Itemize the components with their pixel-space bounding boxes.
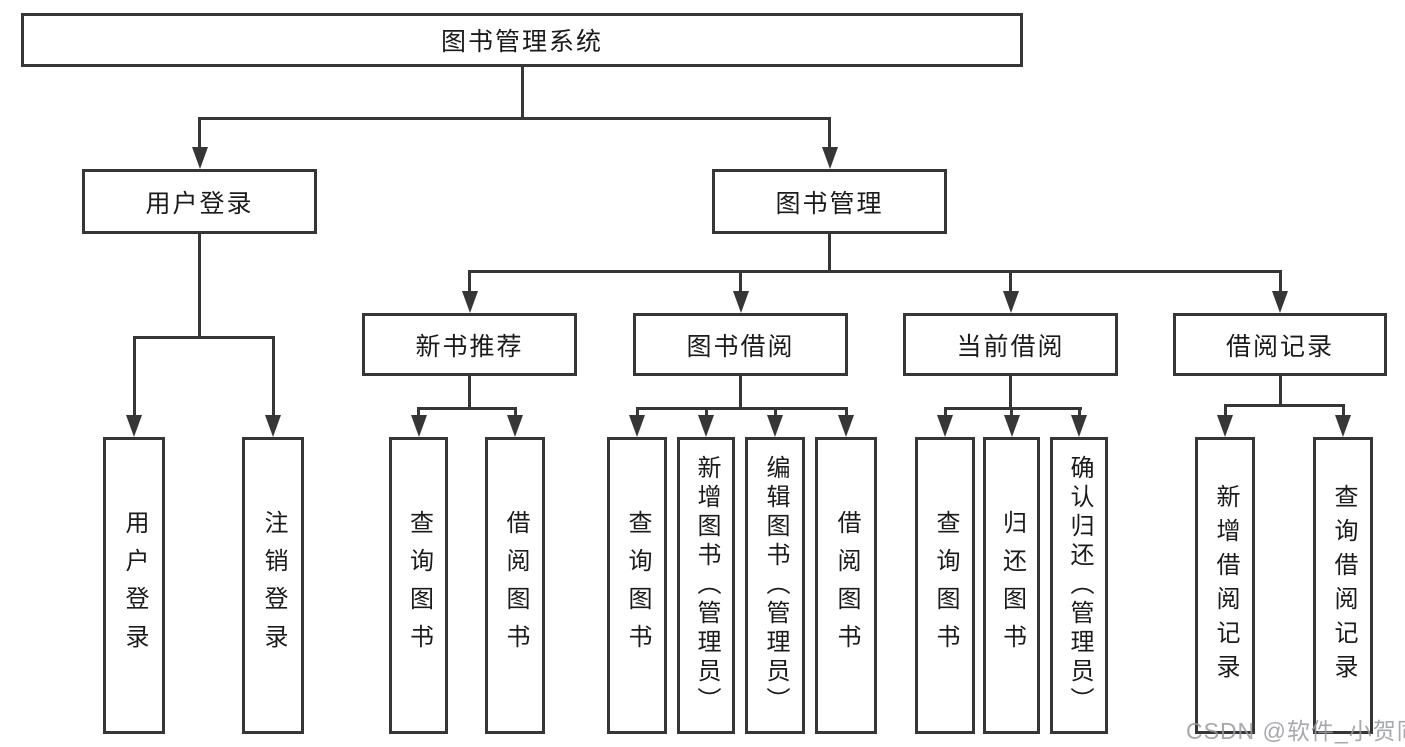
- node-user-login: 用户登录: [82, 169, 317, 234]
- arrow-down: [821, 117, 838, 169]
- arrow-down: [126, 336, 142, 437]
- leaf-confirm-return-admin: 确认归还（管理员）: [1050, 437, 1108, 734]
- node-label: 当前借阅: [956, 332, 1065, 361]
- leaf-edit-books-admin: 编辑图书（管理员）: [745, 437, 805, 734]
- node-label: 新增图书（管理员）: [693, 455, 720, 716]
- connector-line: [1009, 376, 1012, 409]
- root-node-library-system: 图书管理系统: [21, 13, 1023, 67]
- leaf-query-borrow-record: 查询借阅记录: [1313, 437, 1373, 734]
- node-new-book-recommend: 新书推荐: [362, 313, 577, 376]
- node-label: 借阅图书: [502, 509, 529, 662]
- arrow-down: [461, 270, 478, 313]
- node-label: 查询图书: [932, 509, 959, 662]
- node-label: 查询借阅记录: [1330, 483, 1357, 688]
- connector-line: [468, 376, 471, 409]
- arrow-down: [410, 407, 427, 437]
- connector-line: [1278, 376, 1282, 406]
- arrow-down: [732, 270, 749, 313]
- leaf-query-books-3: 查询图书: [915, 437, 975, 734]
- connector-line: [739, 376, 742, 409]
- connector-line: [132, 336, 275, 339]
- watermark: CSDN @软件_小贺同学: [1186, 718, 1405, 744]
- node-current-borrowing: 当前借阅: [903, 313, 1118, 376]
- node-label: 图书管理: [775, 189, 884, 218]
- arrow-down: [937, 407, 953, 437]
- node-label: 用户登录: [121, 509, 148, 662]
- connector-line: [828, 233, 831, 273]
- connector-line: [198, 234, 201, 339]
- arrow-down: [1002, 270, 1019, 313]
- node-borrowing-records: 借阅记录: [1173, 313, 1387, 376]
- arrow-down: [629, 407, 645, 437]
- arrow-down: [1003, 407, 1020, 437]
- connector-line: [635, 407, 847, 410]
- leaf-logout: 注销登录: [242, 437, 304, 734]
- arrow-down: [191, 117, 208, 169]
- leaf-borrow-books-2: 借阅图书: [815, 437, 877, 734]
- node-label: 图书借阅: [686, 332, 795, 361]
- node-label: 用户登录: [145, 189, 254, 218]
- arrow-down: [767, 407, 783, 437]
- arrow-down: [507, 407, 523, 437]
- node-label: 新书推荐: [415, 332, 524, 361]
- leaf-borrow-books-1: 借阅图书: [485, 437, 545, 734]
- node-label: 借阅记录: [1225, 332, 1334, 361]
- arrow-down: [265, 336, 281, 437]
- connector-line: [198, 117, 831, 120]
- leaf-query-books-1: 查询图书: [389, 437, 448, 734]
- node-book-management: 图书管理: [712, 169, 947, 234]
- leaf-add-books-admin: 新增图书（管理员）: [677, 437, 735, 734]
- leaf-return-books: 归还图书: [983, 437, 1040, 734]
- node-label: 借阅图书: [833, 509, 860, 662]
- node-label: 图书管理系统: [440, 28, 603, 56]
- connector-line: [417, 407, 516, 410]
- arrow-down: [1335, 404, 1351, 437]
- connector-line: [520, 67, 524, 118]
- node-label: 新增借阅记录: [1212, 483, 1239, 688]
- node-label: 确认归还（管理员）: [1066, 455, 1093, 716]
- node-label: 查询图书: [624, 509, 651, 662]
- node-label: 注销登录: [260, 509, 287, 662]
- arrow-down: [1071, 407, 1087, 437]
- arrow-down: [1217, 404, 1233, 437]
- connector-line: [1223, 404, 1345, 407]
- leaf-query-books-2: 查询图书: [607, 437, 667, 734]
- leaf-add-borrow-record: 新增借阅记录: [1195, 437, 1255, 734]
- node-label: 归还图书: [998, 509, 1026, 662]
- arrow-down: [698, 407, 714, 437]
- node-book-borrowing: 图书借阅: [633, 313, 848, 376]
- node-label: 编辑图书（管理员）: [762, 455, 789, 716]
- node-label: 查询图书: [405, 509, 433, 662]
- arrow-down: [838, 407, 854, 437]
- leaf-user-login: 用户登录: [103, 437, 165, 734]
- connector-line: [468, 270, 1282, 273]
- arrow-down: [1272, 270, 1288, 313]
